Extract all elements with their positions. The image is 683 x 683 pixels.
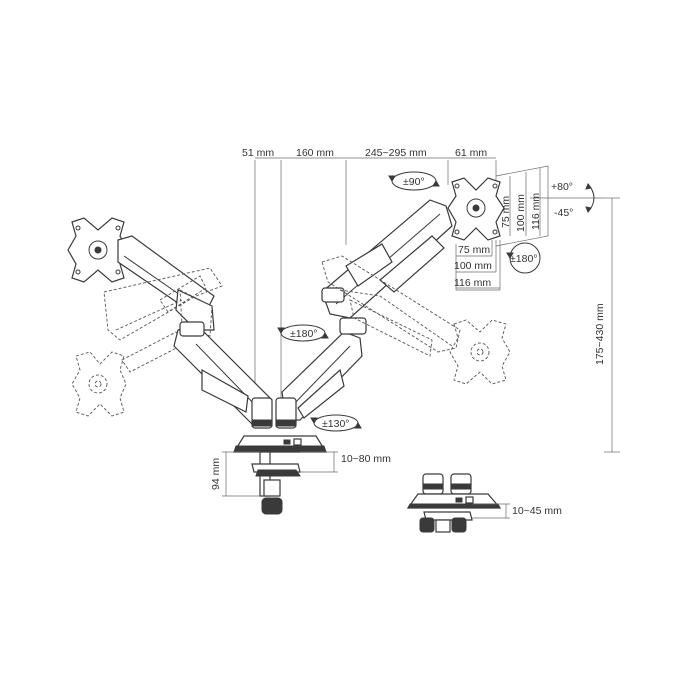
dim-clamp-height: 94 mm — [210, 458, 222, 490]
vesa-plate-left — [67, 217, 129, 283]
right-ghost-arm — [321, 255, 511, 385]
left-forearm — [117, 235, 215, 331]
dim-grommet-range: 10~45 mm — [512, 505, 562, 517]
rot-180-right: ±180° — [510, 253, 537, 265]
rot-130-base: ±130° — [322, 418, 349, 430]
rotate-130-base-icon — [310, 414, 362, 432]
grommet-mount — [406, 473, 502, 533]
rot-swivel-90: ±90° — [403, 176, 425, 188]
vesa-plate-right — [447, 177, 505, 241]
dim-vesa-75-v: 75 mm — [458, 244, 490, 256]
dim-clamp-range: 10~80 mm — [341, 453, 391, 465]
dim-vesa-100-h: 100 mm — [515, 194, 527, 232]
dim-vesa-75-h: 75 mm — [500, 196, 512, 228]
rot-180-mid: ±180° — [290, 328, 317, 340]
dim-61: 61 mm — [455, 147, 487, 159]
desk-clamp — [251, 451, 301, 515]
tilt-arrow-icon — [585, 182, 595, 214]
top-dimension-lines — [254, 157, 497, 400]
rotate-swivel-90-icon — [388, 171, 440, 191]
rotate-180-mid-icon — [277, 324, 329, 342]
dim-245-295: 245~295 mm — [365, 147, 427, 159]
dim-vesa-116-v: 116 mm — [454, 277, 491, 289]
right-forearm — [321, 199, 453, 319]
rot-tilt-up: +80° — [551, 181, 573, 193]
dim-51: 51 mm — [242, 147, 274, 159]
rot-tilt-down: -45° — [554, 207, 573, 219]
height-range-line — [530, 197, 620, 453]
dim-160: 160 mm — [296, 147, 334, 159]
vesa-dimension-frame — [455, 165, 549, 291]
clamp-dim-lines — [222, 451, 338, 497]
rotate-180-right-icon — [506, 242, 541, 274]
grommet-dim-lines — [472, 503, 510, 519]
right-lower-arm — [281, 317, 367, 421]
dim-vesa-100-v: 100 mm — [454, 260, 492, 272]
dim-height-range: 175~430 mm — [594, 303, 606, 365]
dim-vesa-116-h: 116 mm — [530, 193, 542, 230]
